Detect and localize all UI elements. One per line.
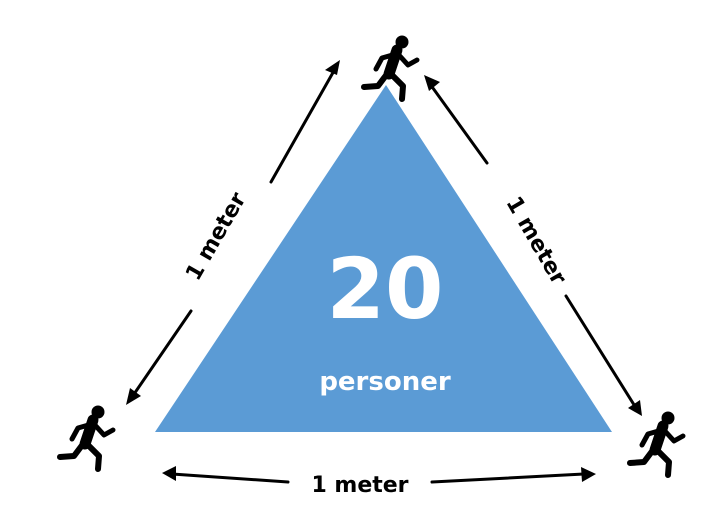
left-distance-arrow <box>130 67 337 399</box>
running-person-icon <box>364 36 417 100</box>
bottom-edge-label: 1 meter <box>311 473 408 498</box>
right-edge-label: 1 meter <box>501 192 571 289</box>
bottom-arrowhead-left <box>162 466 176 481</box>
running-person-icon <box>60 406 113 470</box>
right-distance-arrow <box>428 82 638 410</box>
bottom-arrowhead-right <box>581 467 596 482</box>
right-arrowhead-up <box>424 75 440 91</box>
right-arrowhead-down <box>628 400 642 416</box>
crowd-triangle <box>155 85 612 432</box>
person-count: 20 <box>327 240 444 338</box>
left-arrowhead-up <box>325 60 340 75</box>
left-arrowhead-down <box>126 388 141 405</box>
left-edge-label: 1 meter <box>181 188 251 285</box>
running-person-icon <box>630 412 683 476</box>
person-count-unit: personer <box>319 367 451 397</box>
bottom-distance-arrow <box>170 472 586 484</box>
